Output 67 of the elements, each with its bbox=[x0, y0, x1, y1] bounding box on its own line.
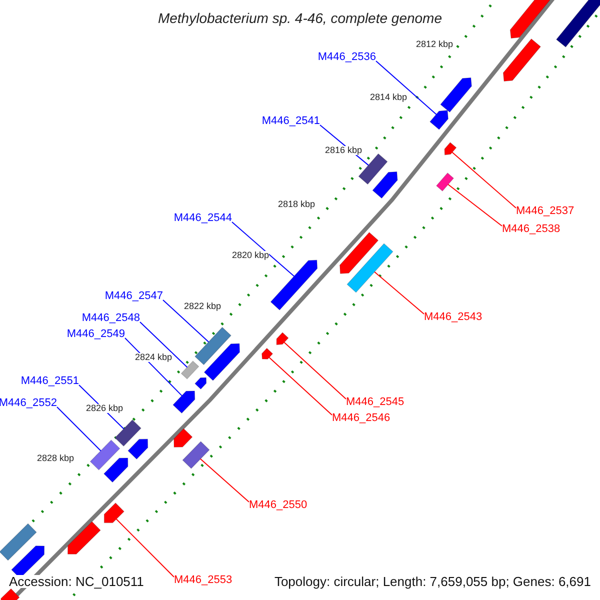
scale-label: 2828 kbp bbox=[37, 454, 74, 463]
gene-block bbox=[270, 260, 318, 310]
footer-text: Accession: NC_010511 bbox=[9, 575, 144, 588]
leader-line bbox=[200, 458, 250, 502]
scale-label: 2812 kbp bbox=[416, 40, 454, 49]
gene-label: M446_2546 bbox=[332, 413, 390, 424]
gene-block bbox=[0, 588, 20, 600]
gene-block bbox=[114, 419, 142, 447]
gene-block bbox=[276, 332, 289, 346]
gene-block bbox=[104, 502, 124, 524]
scale-label: 2816 kbp bbox=[325, 146, 362, 155]
gene-block bbox=[372, 171, 398, 199]
gene-label: M446_2543 bbox=[424, 312, 482, 323]
leader-line bbox=[452, 152, 516, 208]
gene-block bbox=[340, 232, 379, 274]
gene-label: M446_2548 bbox=[82, 313, 140, 324]
gene-block bbox=[194, 377, 207, 390]
gene-label: M446_2541 bbox=[262, 116, 320, 127]
leader-line bbox=[268, 356, 332, 416]
gene-block bbox=[430, 110, 448, 130]
gene-block bbox=[444, 142, 457, 156]
gene-block bbox=[90, 440, 120, 470]
title: Methylobacterium sp. 4-46, complete genome bbox=[156, 11, 444, 25]
scale-label: 2826 kbp bbox=[86, 404, 124, 413]
gene-block bbox=[182, 441, 210, 469]
gene-block bbox=[358, 153, 388, 185]
gene-block bbox=[262, 348, 274, 360]
leader-line bbox=[162, 300, 210, 343]
leader-line bbox=[116, 518, 174, 578]
gene-block bbox=[0, 523, 37, 561]
gene-block bbox=[436, 172, 454, 192]
gene-label: M446_2551 bbox=[20, 376, 79, 387]
gene-block bbox=[346, 243, 394, 293]
leader-line bbox=[232, 222, 295, 277]
scale-label: 2818 kbp bbox=[278, 200, 316, 209]
gene-block bbox=[204, 343, 240, 381]
leader-line bbox=[376, 60, 437, 115]
scale-label: 2824 kbp bbox=[135, 353, 172, 362]
gene-block bbox=[502, 38, 542, 82]
gene-label: M446_2538 bbox=[502, 224, 560, 235]
footer-text: Topology: circular; Length: 7,659,055 bp; Genes: 6,691 bbox=[274, 575, 591, 588]
gene-label: M446_2536 bbox=[318, 52, 376, 63]
scale-label: 2822 kbp bbox=[184, 302, 222, 311]
gene-label: M446_2537 bbox=[516, 206, 574, 217]
gene-block bbox=[194, 326, 232, 366]
leader-line bbox=[140, 322, 188, 368]
leader-line bbox=[56, 406, 102, 452]
gene-block bbox=[172, 390, 196, 414]
gene-block bbox=[556, 0, 600, 48]
gene-block bbox=[103, 458, 128, 483]
gene-label: M446_2544 bbox=[174, 213, 232, 224]
gene-label: M446_2547 bbox=[104, 291, 163, 302]
scale-label: 2820 kbp bbox=[232, 251, 270, 260]
gene-label: M446_2552 bbox=[0, 398, 57, 409]
gene-label: M446_2553 bbox=[174, 575, 232, 586]
gene-label: M446_2550 bbox=[249, 500, 308, 511]
gene-block bbox=[67, 521, 101, 554]
gene-block bbox=[440, 77, 472, 113]
leader-line bbox=[284, 342, 346, 400]
gene-block bbox=[128, 438, 148, 460]
leader-line bbox=[448, 184, 502, 226]
scale-label: 2814 kbp bbox=[370, 93, 408, 102]
gene-label: M446_2549 bbox=[66, 329, 125, 340]
gene-label: M446_2545 bbox=[346, 397, 404, 408]
leader-line bbox=[374, 271, 424, 314]
gene-block bbox=[180, 360, 200, 380]
gene-block bbox=[174, 428, 193, 448]
